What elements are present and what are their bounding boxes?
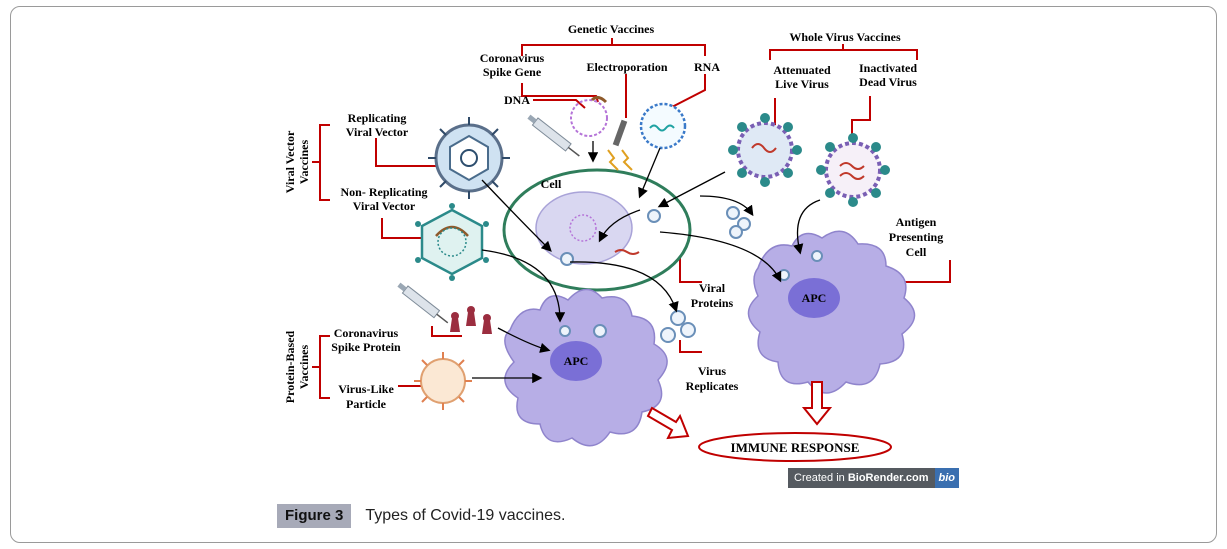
label-whole-virus-vaccines: Whole Virus Vaccines	[789, 30, 901, 44]
label-inactivated-2: Dead Virus	[859, 75, 917, 89]
label-spike-protein-1: Coronavirus	[334, 326, 399, 340]
label-protein-based-1: Protein-Based	[283, 330, 297, 403]
host-cell	[502, 168, 692, 292]
badge-text: Created in BioRender.com	[788, 468, 935, 488]
label-virus-replicates-1: Virus	[698, 364, 727, 378]
figure-caption-text: Types of Covid-19 vaccines.	[365, 507, 566, 524]
label-cell: Cell	[541, 177, 562, 191]
label-attenuated-2: Live Virus	[775, 77, 829, 91]
label-viral-vector-vaccines-1: Viral Vector	[283, 130, 297, 193]
label-protein-based-2: Vaccines	[297, 345, 311, 390]
biorender-logo-icon: bio	[934, 468, 959, 488]
process-arrows	[472, 141, 821, 384]
label-vlp-2: Particle	[346, 397, 387, 411]
figure-number: Figure 3	[277, 504, 352, 528]
label-replicating-2: Viral Vector	[346, 125, 409, 139]
syringe-bottom-icon	[397, 282, 449, 324]
biorender-badge[interactable]: Created in BioRender.com bio	[788, 468, 959, 488]
figure-frame	[10, 6, 1217, 543]
label-immune-response: IMMUNE RESPONSE	[731, 440, 860, 455]
spike-protein-icon	[450, 306, 492, 334]
dna-plasmid-icon	[570, 95, 608, 137]
virus-particles	[559, 206, 823, 343]
label-attenuated-1: Attenuated	[773, 63, 831, 77]
attenuated-virus-icon	[728, 113, 802, 187]
label-electroporation: Electroporation	[586, 60, 667, 74]
label-dna: DNA	[504, 93, 530, 107]
apc-left	[504, 288, 668, 447]
label-viral-proteins-1: Viral	[699, 281, 726, 295]
inactivated-virus-icon	[816, 133, 890, 207]
label-replicating-1: Replicating	[348, 111, 407, 125]
label-vlp-1: Virus-Like	[338, 382, 394, 396]
label-antigen-1: Antigen	[896, 215, 937, 229]
nonreplicating-viral-vector-icon	[415, 203, 489, 281]
label-viral-proteins-2: Proteins	[691, 296, 734, 310]
apc-right	[747, 230, 916, 394]
label-inactivated-1: Inactivated	[859, 61, 917, 75]
protein-based-bracket	[312, 335, 330, 399]
label-apc-left: APC	[564, 354, 589, 368]
label-antigen-3: Cell	[906, 245, 927, 259]
plasmid-in-nucleus	[569, 214, 597, 242]
figure-caption: Figure 3 Types of Covid-19 vaccines.	[277, 504, 565, 528]
label-nonreplicating-1: Non- Replicating	[341, 185, 428, 199]
badge-prefix: Created in	[794, 472, 848, 484]
label-virus-replicates-2: Replicates	[686, 379, 739, 393]
label-antigen-2: Presenting	[889, 230, 943, 244]
viral-vector-bracket	[312, 124, 330, 201]
label-nonreplicating-2: Viral Vector	[353, 199, 416, 213]
immune-arrows	[646, 381, 833, 440]
immune-response-ellipse	[698, 432, 892, 462]
virus-like-particle-icon	[414, 352, 472, 410]
label-viral-vector-vaccines-2: Vaccines	[297, 140, 311, 185]
whole-virus-bracket	[769, 44, 918, 60]
label-genetic-vaccines: Genetic Vaccines	[568, 22, 655, 36]
rna-particle-icon	[639, 102, 687, 150]
label-apc-right: APC	[802, 291, 827, 305]
syringe-top-icon	[527, 114, 580, 157]
label-spike-gene-2: Spike Gene	[483, 65, 542, 79]
replicating-viral-vector-icon	[428, 117, 510, 199]
label-spike-gene-1: Coronavirus	[480, 51, 545, 65]
genetic-vaccines-bracket	[521, 38, 706, 56]
badge-brand: BioRender.com	[847, 472, 929, 484]
electroporation-icon	[607, 119, 633, 171]
label-spike-protein-2: Spike Protein	[331, 340, 401, 354]
label-rna: RNA	[694, 60, 720, 74]
